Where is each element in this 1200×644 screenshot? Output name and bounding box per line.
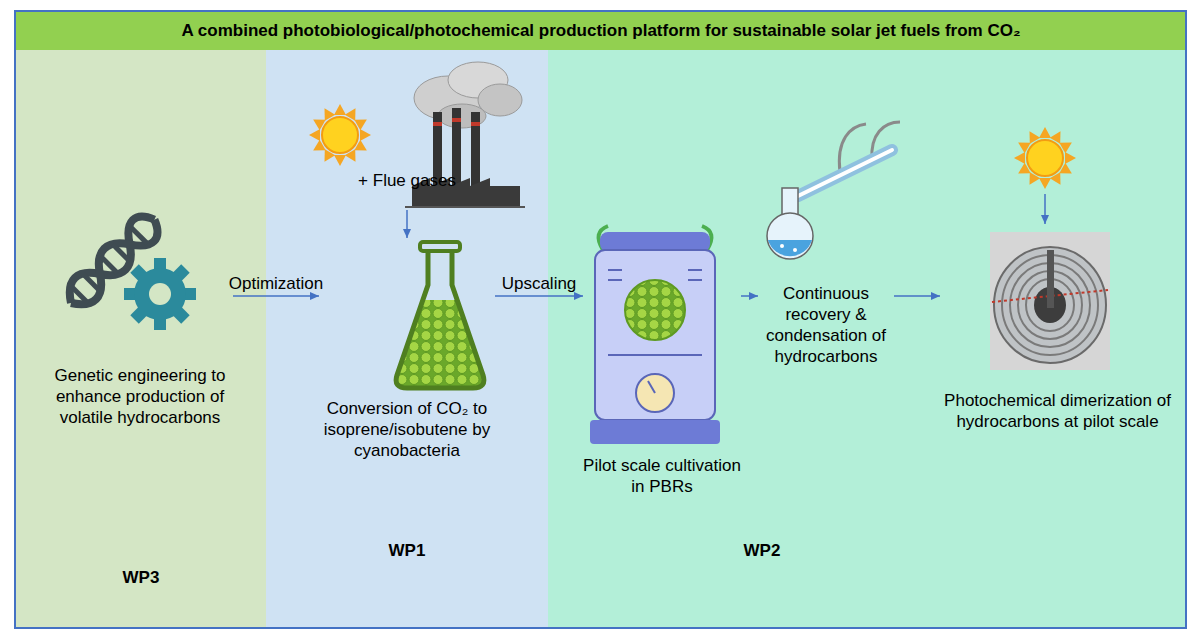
sun-icon — [1014, 127, 1076, 189]
arrow-label: Optimization — [229, 274, 323, 294]
process-step: Pilot scale cultivation in PBRs — [583, 222, 741, 497]
photobioreactor-icon — [590, 226, 720, 444]
process-step: Continuous recovery & condensation of hy… — [758, 118, 894, 388]
work-package-band: WP2 Pilot scale cultivation in PBRs Contin… — [548, 50, 1186, 628]
process-step: Conversion of CO₂ to isoprene/isobutene … — [319, 238, 495, 466]
flow-arrow — [741, 295, 758, 297]
process-step: Photochemical dimerization of hydrocarbo… — [940, 222, 1175, 457]
dna-gear-icon — [60, 209, 196, 330]
step-caption: Photochemical dimerization of hydrocarbo… — [940, 390, 1175, 432]
step-caption: Genetic engineering to enhance productio… — [47, 365, 233, 428]
sunlight-arrow — [1044, 194, 1046, 224]
step-caption: Conversion of CO₂ to isoprene/isobutene … — [319, 398, 495, 461]
step-caption: + Flue gases — [357, 170, 457, 191]
flow-arrow — [894, 295, 940, 297]
title-bar: A combined photobiological/photochemical… — [16, 11, 1186, 50]
work-package-band: WP3 Genetic engineering to enhance produc… — [16, 50, 266, 628]
flow-arrow — [406, 210, 408, 238]
title-text: A combined photobiological/photochemical… — [181, 21, 1020, 41]
band-label: WP2 — [548, 540, 976, 561]
band-label: WP3 — [16, 567, 266, 588]
step-caption: Continuous recovery & condensation of hy… — [758, 283, 894, 367]
flow-arrow — [495, 295, 583, 297]
step-caption: Pilot scale cultivation in PBRs — [583, 455, 741, 497]
flask-icon — [396, 242, 484, 388]
factory-icon — [405, 62, 525, 207]
process-step: Genetic engineering to enhance productio… — [47, 205, 233, 455]
band-label: WP1 — [266, 540, 548, 561]
sun-icon — [309, 104, 371, 166]
work-package-band: WP1 + Flue gasesConversion of CO₂ to isop… — [266, 50, 548, 628]
process-step: + Flue gases — [322, 62, 492, 210]
photoreactor-photo — [990, 232, 1110, 370]
condenser-glassware-icon — [767, 122, 900, 259]
flow-arrow — [233, 295, 319, 297]
arrow-label: Upscaling — [502, 274, 577, 294]
